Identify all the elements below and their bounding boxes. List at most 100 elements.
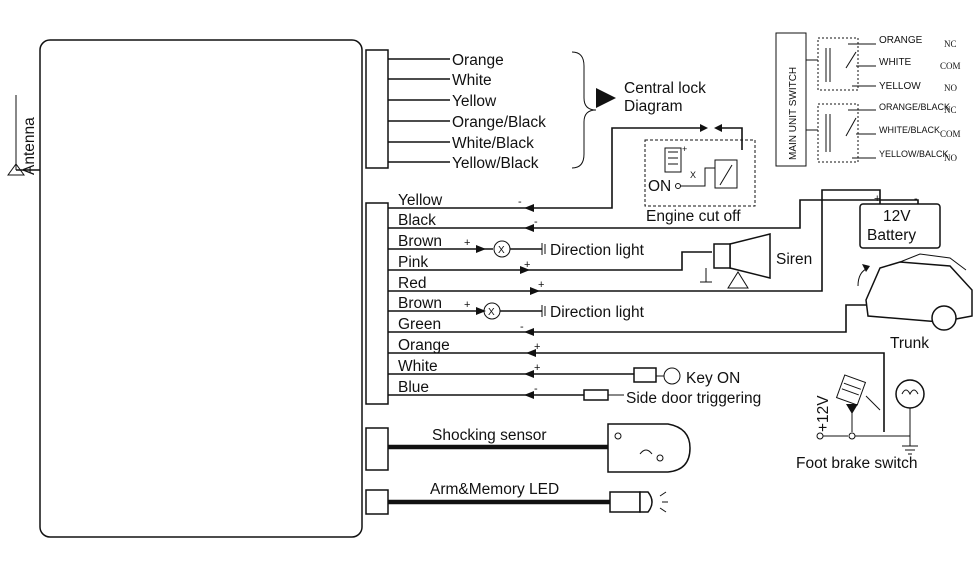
relay-wire-label: ORANGE/BLACK xyxy=(879,102,950,112)
plus-mark: + xyxy=(534,362,540,374)
main-unit-switch-title: MAIN UNIT SWITCH xyxy=(788,67,799,160)
siren-label: Siren xyxy=(776,251,812,268)
relay-contact-label: COM xyxy=(940,129,961,139)
wire-red xyxy=(388,189,881,292)
plus-mark: + xyxy=(524,259,530,271)
led-label: Arm&Memory LED xyxy=(430,481,559,498)
plus-mark: + xyxy=(464,299,470,311)
direction-light-1: X Direction light xyxy=(493,240,645,259)
arrow-right-icon xyxy=(476,307,486,315)
shock-sensor-icon xyxy=(607,423,691,473)
car-roof xyxy=(899,253,967,271)
central-lock-connector xyxy=(365,49,389,169)
battery-voltage: 12V xyxy=(883,208,911,225)
foot-brake-label: Foot brake switch xyxy=(796,455,917,472)
terminal xyxy=(675,183,681,189)
central-lock-wires: Orange White Yellow Orange/Black White/B… xyxy=(388,51,706,172)
wire-black xyxy=(388,199,919,229)
wire-arrows xyxy=(476,204,540,399)
wire-label: Pink xyxy=(398,254,428,271)
engine-cut-off: + X ON Engine cut off xyxy=(644,124,756,225)
minus-mark: - xyxy=(520,321,524,333)
relay-contact xyxy=(719,164,733,186)
siren-icon xyxy=(729,233,771,279)
relay-contact-label: NO xyxy=(944,153,957,163)
shock-sensor-connector xyxy=(365,427,389,471)
relay-contact-label: NC xyxy=(944,105,957,115)
cut-off-plus: + xyxy=(682,144,687,154)
relay-wire-label: YELLOW/BALCK xyxy=(879,149,949,159)
battery-plus: + xyxy=(874,193,880,205)
control-unit-body xyxy=(39,39,363,538)
terminal xyxy=(816,432,824,440)
wire-green xyxy=(388,304,866,333)
siren-stand xyxy=(727,271,749,289)
engine-cut-off-box xyxy=(644,139,756,207)
arm-memory-led: Arm&Memory LED xyxy=(388,481,668,513)
minus-mark: - xyxy=(534,216,538,228)
key-on: Key ON xyxy=(633,367,740,387)
relay-contact-label: NO xyxy=(944,83,957,93)
arrow-left-icon xyxy=(524,204,534,212)
sensor-led xyxy=(656,454,664,462)
lamp-mark: X xyxy=(498,245,505,256)
brake-pedal-icon xyxy=(835,374,867,406)
wire-pink xyxy=(388,251,712,271)
pedal-arm xyxy=(865,395,881,411)
siren: Siren xyxy=(700,233,812,289)
car-icon xyxy=(865,261,973,323)
foot-brake-voltage: +12V xyxy=(815,395,832,432)
cut-off-x: X xyxy=(690,170,696,180)
wire-label: Red xyxy=(398,275,426,292)
main-harness-wires: Yellow Black Brown Pink Red Brown Green … xyxy=(388,127,919,432)
arrow-right-icon xyxy=(520,266,530,274)
brake-plunger-head xyxy=(846,404,858,414)
antenna: Antenna xyxy=(7,95,40,176)
antenna-icon xyxy=(7,163,25,176)
cut-off-on-label: ON xyxy=(648,178,671,195)
foot-brake: +12V Foot brake switch xyxy=(796,374,925,472)
led-glow xyxy=(659,491,667,497)
terminal xyxy=(848,432,856,440)
battery: + - 12V Battery xyxy=(859,193,941,249)
relay-2-contact xyxy=(845,117,857,137)
led-icon xyxy=(639,491,653,513)
lamp-wire xyxy=(884,408,911,437)
double-arrow-icon xyxy=(700,124,722,132)
led-connector xyxy=(365,489,389,515)
wire-label: Brown xyxy=(398,233,442,250)
sensor-knob xyxy=(614,432,622,440)
relay-wire-label: WHITE/BLACK xyxy=(879,125,940,135)
siren-body xyxy=(713,243,731,269)
minus-mark: - xyxy=(518,196,522,208)
central-lock-caption: Central lock xyxy=(624,80,706,97)
central-lock-brace xyxy=(571,51,597,169)
battery-label: Battery xyxy=(867,227,916,244)
polarity-marks: - - + + + + - + + - xyxy=(464,196,544,395)
trunk: Trunk xyxy=(857,253,973,352)
engine-cut-off-label: Engine cut off xyxy=(646,208,741,225)
lamp-filament xyxy=(901,389,919,396)
main-unit-switch-box xyxy=(775,32,807,167)
battery-box xyxy=(859,203,941,249)
battery-minus: - xyxy=(914,193,918,205)
key-on-label: Key ON xyxy=(686,370,740,387)
relay-wire-label: ORANGE xyxy=(879,35,923,46)
wire-label: Black xyxy=(398,212,436,229)
side-door: Side door triggering xyxy=(583,389,761,407)
led-glow xyxy=(659,507,667,513)
wire-label: Green xyxy=(398,316,441,333)
relay-contact-label: NC xyxy=(944,39,957,49)
trunk-arrowhead-icon xyxy=(862,264,870,272)
plus-mark: + xyxy=(464,237,470,249)
trunk-label: Trunk xyxy=(890,335,929,352)
cl-wire-label: White xyxy=(452,72,492,89)
wire-yellow xyxy=(388,127,706,209)
cl-wire-label: Orange xyxy=(452,52,504,69)
arrow-left-icon xyxy=(524,370,534,378)
relay-2-box xyxy=(817,103,859,163)
side-door-label: Side door triggering xyxy=(626,390,761,407)
wire-label: Yellow xyxy=(398,192,443,209)
